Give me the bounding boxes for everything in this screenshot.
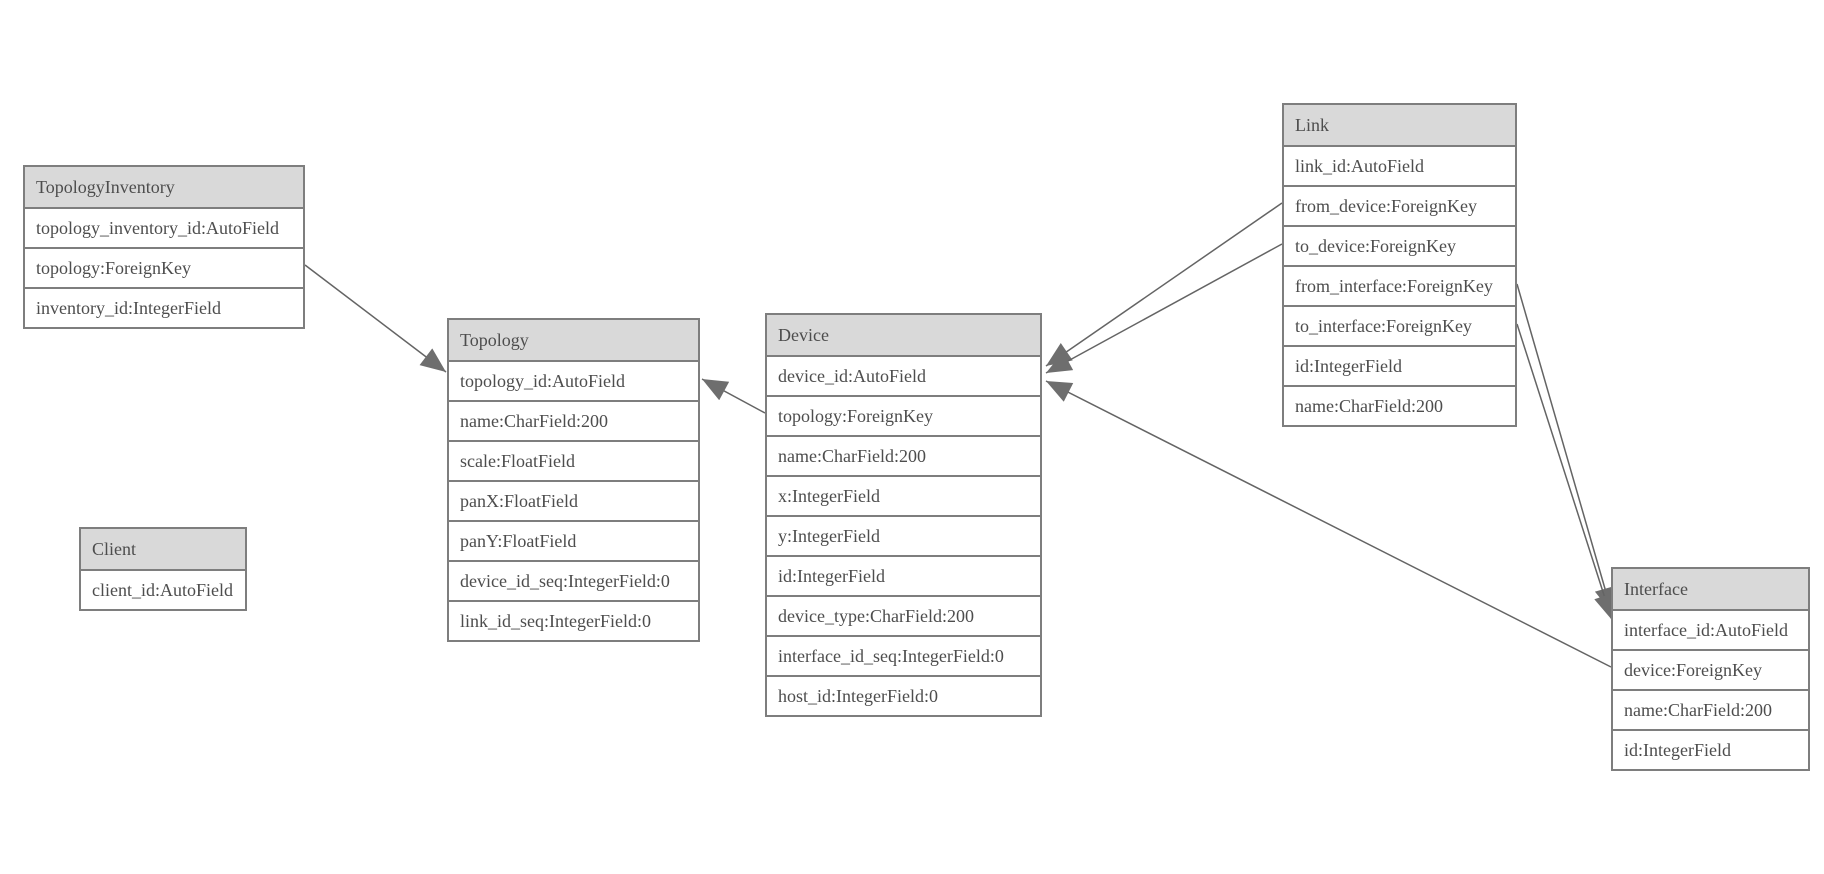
entity-title: Device	[778, 324, 829, 345]
entity-field-row: link_id:AutoField	[1284, 145, 1515, 185]
entity-field-row: topology:ForeignKey	[767, 395, 1040, 435]
relationship-arrow	[304, 264, 447, 373]
entity-title: TopologyInventory	[36, 176, 175, 197]
entity-header: Interface	[1613, 569, 1808, 609]
entity-field-row: x:IntegerField	[767, 475, 1040, 515]
relationship-arrow	[1045, 202, 1283, 367]
entity-field-row: link_id_seq:IntegerField:0	[449, 600, 698, 640]
entity-field-row: y:IntegerField	[767, 515, 1040, 555]
entity-field-row: panY:FloatField	[449, 520, 698, 560]
entity-field-row: from_interface:ForeignKey	[1284, 265, 1515, 305]
relationship-arrow	[1516, 323, 1615, 621]
entity-title: Client	[92, 538, 136, 559]
entity-field-row: device_id:AutoField	[767, 355, 1040, 395]
entity-field-row: id:IntegerField	[1284, 345, 1515, 385]
entity-field-row: name:CharField:200	[767, 435, 1040, 475]
entity-title: Link	[1295, 114, 1329, 135]
entity-field-row: from_device:ForeignKey	[1284, 185, 1515, 225]
entity-header: Topology	[449, 320, 698, 360]
entity-field-row: id:IntegerField	[767, 555, 1040, 595]
entity-topologyinventory: TopologyInventory topology_inventory_id:A…	[23, 165, 305, 329]
entity-field-row: topology:ForeignKey	[25, 247, 303, 287]
entity-field-row: inventory_id:IntegerField	[25, 287, 303, 327]
entity-field-row: topology_inventory_id:AutoField	[25, 207, 303, 247]
entity-field-row: panX:FloatField	[449, 480, 698, 520]
relationship-arrow	[701, 378, 766, 414]
entity-header: TopologyInventory	[25, 167, 303, 207]
entity-client: Client client_id:AutoField	[79, 527, 247, 611]
relationship-arrow	[1045, 380, 1612, 668]
entity-field-row: interface_id_seq:IntegerField:0	[767, 635, 1040, 675]
entity-header: Link	[1284, 105, 1515, 145]
entity-field-row: name:CharField:200	[1613, 689, 1808, 729]
entity-header: Client	[81, 529, 245, 569]
relationship-arrow	[1516, 283, 1616, 614]
entity-field-row: host_id:IntegerField:0	[767, 675, 1040, 715]
entity-field-row: to_device:ForeignKey	[1284, 225, 1515, 265]
entity-field-row: name:CharField:200	[1284, 385, 1515, 425]
entity-field-row: topology_id:AutoField	[449, 360, 698, 400]
entity-title: Interface	[1624, 578, 1688, 599]
entity-field-row: client_id:AutoField	[81, 569, 245, 609]
entity-field-row: to_interface:ForeignKey	[1284, 305, 1515, 345]
entity-field-row: id:IntegerField	[1613, 729, 1808, 769]
entity-field-row: scale:FloatField	[449, 440, 698, 480]
entity-header: Device	[767, 315, 1040, 355]
entity-field-row: device_id_seq:IntegerField:0	[449, 560, 698, 600]
entity-title: Topology	[460, 329, 529, 350]
entity-field-row: device:ForeignKey	[1613, 649, 1808, 689]
relationship-arrow	[1045, 243, 1283, 374]
entity-field-row: interface_id:AutoField	[1613, 609, 1808, 649]
entity-field-row: name:CharField:200	[449, 400, 698, 440]
entity-field-row: device_type:CharField:200	[767, 595, 1040, 635]
